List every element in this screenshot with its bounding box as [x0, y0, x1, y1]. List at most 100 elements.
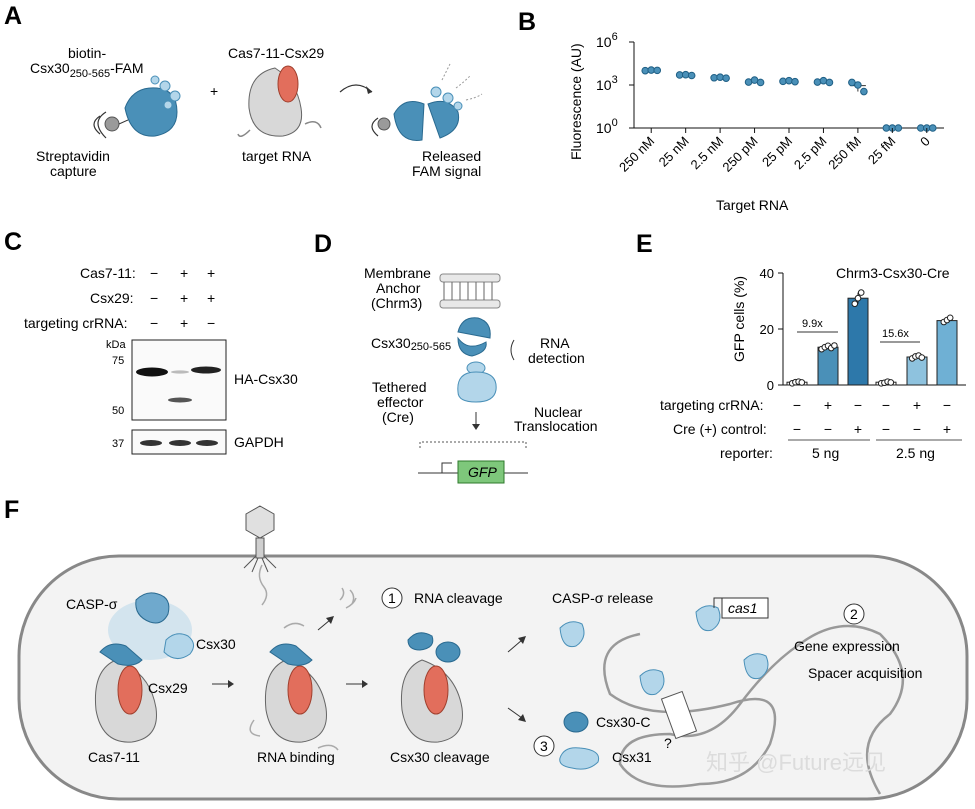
- csx30-c-icon: [564, 712, 588, 732]
- b-point: [757, 79, 764, 86]
- d-membrane-2: Anchor: [376, 280, 421, 296]
- c-sign: −: [150, 290, 158, 306]
- panel-f-letter: F: [4, 496, 19, 524]
- c-sign: +: [207, 265, 215, 281]
- blot-band: [171, 370, 189, 373]
- d-promoter-arrow-icon: [442, 463, 452, 473]
- cas7-11-csx29-icon: [238, 66, 321, 136]
- panel-e-letter: E: [636, 230, 653, 258]
- e-ytick-label: 40: [760, 266, 774, 281]
- label-cas1: cas1: [728, 600, 758, 616]
- b-point: [723, 75, 730, 82]
- e-point: [832, 343, 838, 349]
- b-ytick-label: 100: [596, 117, 618, 136]
- plus-sign: +: [210, 83, 218, 99]
- watermark: 知乎 @Future远见: [706, 750, 886, 775]
- label-csx31: Csx31: [612, 749, 652, 765]
- panel-a-letter: A: [4, 2, 22, 30]
- panel-c: C Cas7-11: Csx29: targeting crRNA: − + +…: [4, 228, 298, 454]
- b-point: [654, 67, 661, 74]
- step-2-number: 2: [850, 606, 858, 622]
- c-sign: +: [207, 290, 215, 306]
- b-xtick-label: 0: [917, 134, 933, 150]
- c-sign: +: [180, 265, 188, 281]
- label-gene-expression: Gene expression: [794, 638, 900, 654]
- e-reporter-5ng: 5 ng: [812, 445, 839, 461]
- streptavidin-bead-icon: [94, 112, 128, 138]
- panel-f: F CASP-σ Csx30 Csx29 Cas7-11: [4, 496, 967, 799]
- panel-d: D Membrane Anchor (Chrm3) Csx30250-565 R…: [314, 230, 598, 483]
- c-sign: −: [150, 315, 158, 331]
- d-effector-3: (Cre): [382, 409, 414, 425]
- d-effector-1: Tethered: [372, 379, 426, 395]
- b-ytick-label: 106: [596, 31, 618, 50]
- e-bar: [907, 357, 927, 385]
- chart-b-ylabel: Fluorescence (AU): [568, 43, 584, 160]
- blot-band: [169, 440, 191, 446]
- released-label-2: FAM signal: [412, 163, 481, 179]
- b-point: [929, 125, 936, 132]
- e-point: [855, 295, 861, 301]
- e-sign-cre: −: [793, 421, 801, 437]
- c-sign: +: [180, 290, 188, 306]
- c-row-label-crrna: targeting crRNA:: [24, 315, 127, 331]
- d-nuclear-2: Translocation: [514, 418, 598, 434]
- marker-75: 75: [112, 355, 124, 367]
- band-label-ha-csx30: HA-Csx30: [234, 371, 298, 387]
- e-sign-crrna: −: [882, 397, 890, 413]
- e-bar: [818, 347, 838, 385]
- e-condition-signs: −−+−−+−−+−−+: [793, 397, 951, 437]
- chart-e-marks: [787, 290, 957, 386]
- panel-a: A biotin- Csx30250-565-FAM Streptavidin …: [4, 2, 482, 179]
- marker-50: 50: [112, 405, 124, 417]
- b-xtick-label: 250 fM: [825, 134, 864, 173]
- complex-label: Cas7-11-Csx29: [228, 45, 324, 61]
- c-sign: −: [150, 265, 158, 281]
- e-ytick-label: 0: [767, 378, 774, 393]
- b-point: [688, 72, 695, 79]
- b-xtick-label: 250 pM: [719, 134, 760, 175]
- b-xtick-label: 250 nM: [616, 134, 657, 175]
- d-membrane-3: (Chrm3): [371, 295, 422, 311]
- b-xtick-label: 25 pM: [759, 134, 795, 170]
- label-csx30: Csx30: [196, 636, 236, 652]
- b-ytick-label: 103: [596, 74, 618, 93]
- e-sign-cre: −: [913, 421, 921, 437]
- e-sign-cre: +: [854, 421, 862, 437]
- e-sign-cre: −: [824, 421, 832, 437]
- capture-label-1: Streptavidin: [36, 148, 110, 164]
- e-sign-crrna: +: [913, 397, 921, 413]
- e-row-label-cre: Cre (+) control:: [673, 421, 767, 437]
- csx30-free-icon: [164, 634, 194, 659]
- label-spacer-acquisition: Spacer acquisition: [808, 665, 922, 681]
- e-sign-crrna: +: [824, 397, 832, 413]
- c-sign: +: [180, 315, 188, 331]
- b-point: [792, 78, 799, 85]
- e-point: [919, 355, 925, 361]
- e-sign-crrna: −: [793, 397, 801, 413]
- chart-b-marks: [642, 67, 936, 132]
- b-point: [826, 79, 833, 86]
- panel-d-letter: D: [314, 230, 332, 258]
- blot-band: [136, 368, 168, 377]
- blot-band: [140, 440, 162, 446]
- chart-b-xlabel: Target RNA: [716, 197, 789, 213]
- b-point: [861, 88, 868, 95]
- d-promoter-bracket: [420, 442, 526, 448]
- b-point: [717, 74, 724, 81]
- chart-b-yticks: 100 103 106: [596, 31, 634, 136]
- d-csx30-label: Csx30250-565: [371, 335, 451, 353]
- e-point: [888, 380, 894, 386]
- b-point: [786, 77, 793, 84]
- label-rna-binding: RNA binding: [257, 749, 335, 765]
- chart-e-ylabel: GFP cells (%): [731, 276, 747, 362]
- band-label-gapdh: GAPDH: [234, 434, 284, 450]
- label-casp-sigma: CASP-σ: [66, 596, 118, 612]
- d-membrane-1: Membrane: [364, 265, 431, 281]
- label-rna-cleavage: RNA cleavage: [414, 590, 503, 606]
- c-row-label-csx29: Csx29:: [90, 290, 134, 306]
- b-xtick-label: 2.5 pM: [791, 134, 830, 173]
- label-casp-release: CASP-σ release: [552, 590, 653, 606]
